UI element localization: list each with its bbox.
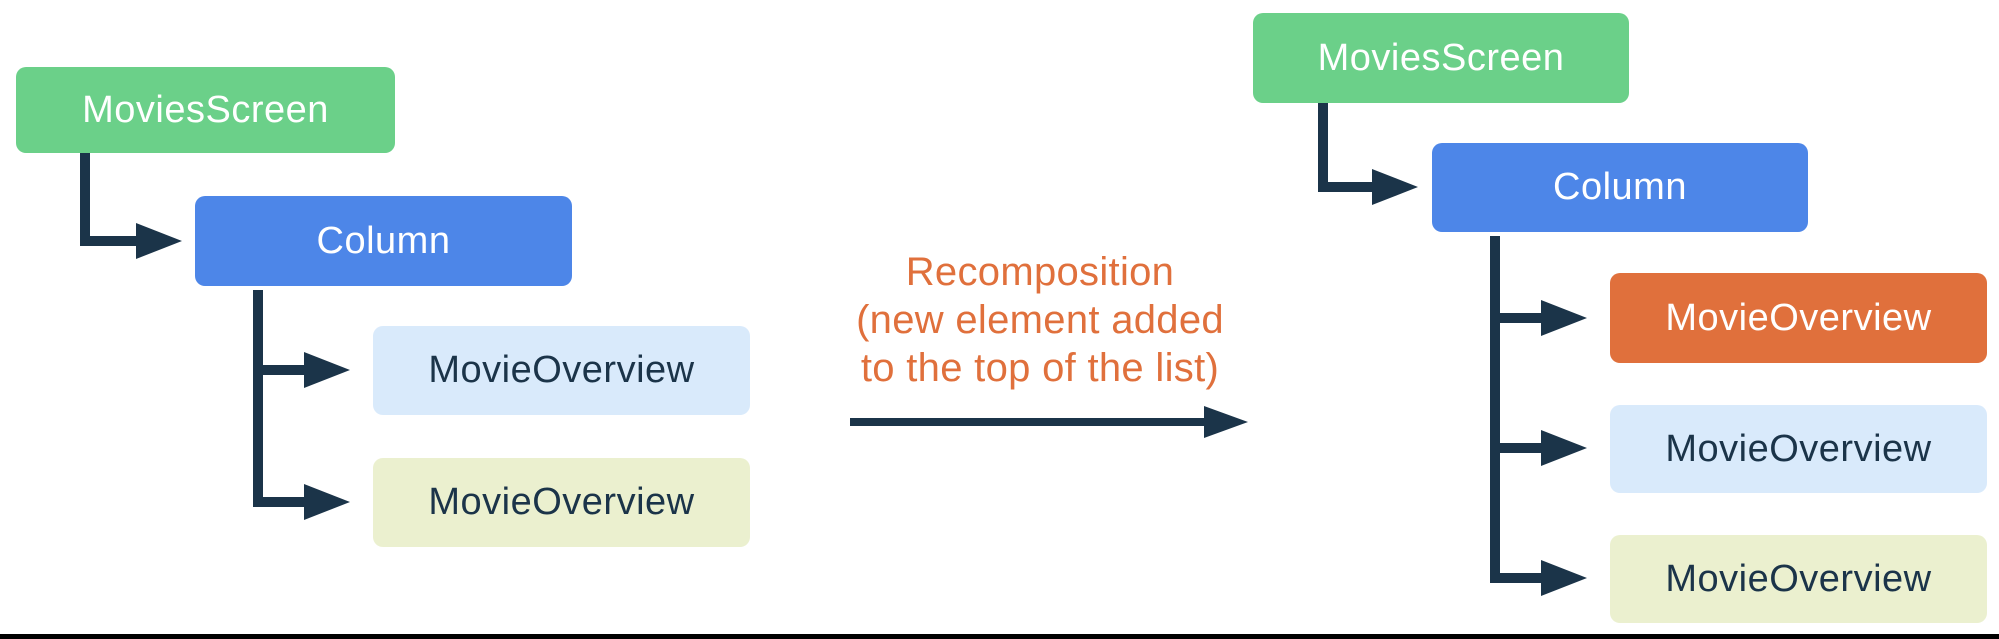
right-root-connector-horizontal — [1318, 182, 1374, 192]
right-root-arrowhead-icon — [1372, 169, 1418, 205]
recomposition-caption: Recomposition (new element added to the … — [810, 248, 1270, 392]
left-column-trunk — [253, 290, 263, 507]
right-branch-3-arrowhead-icon — [1541, 560, 1587, 596]
left-root-arrowhead-icon — [136, 223, 182, 259]
left-tree-moviesscreen-node: MoviesScreen — [16, 67, 395, 153]
left-branch-1-line — [253, 365, 308, 375]
right-column-trunk — [1490, 236, 1500, 583]
transition-arrowhead-icon — [1204, 406, 1248, 438]
right-tree-movieoverview-2-node: MovieOverview — [1610, 405, 1987, 493]
left-tree-movieoverview-2-node: MovieOverview — [373, 458, 750, 547]
right-tree-column-node: Column — [1432, 143, 1808, 232]
left-branch-1-arrowhead-icon — [304, 352, 350, 388]
right-branch-2-arrowhead-icon — [1541, 430, 1587, 466]
left-root-connector-vertical — [80, 153, 90, 246]
left-branch-2-line — [253, 497, 308, 507]
left-branch-2-arrowhead-icon — [304, 484, 350, 520]
right-tree-movieoverview-3-node: MovieOverview — [1610, 535, 1987, 623]
right-branch-1-line — [1490, 313, 1543, 323]
right-tree-movieoverview-new-node: MovieOverview — [1610, 273, 1987, 363]
right-branch-1-arrowhead-icon — [1541, 300, 1587, 336]
caption-line-2: (new element added — [856, 298, 1224, 342]
right-branch-2-line — [1490, 443, 1543, 453]
transition-arrow-line — [850, 418, 1206, 426]
bottom-border-bar — [0, 634, 1999, 639]
left-root-connector-horizontal — [80, 236, 138, 246]
right-tree-moviesscreen-node: MoviesScreen — [1253, 13, 1629, 103]
left-tree-column-node: Column — [195, 196, 572, 286]
right-root-connector-vertical — [1318, 103, 1328, 192]
caption-line-1: Recomposition — [905, 250, 1175, 294]
right-branch-3-line — [1490, 573, 1543, 583]
caption-line-3: to the top of the list) — [860, 346, 1220, 390]
left-tree-movieoverview-1-node: MovieOverview — [373, 326, 750, 415]
